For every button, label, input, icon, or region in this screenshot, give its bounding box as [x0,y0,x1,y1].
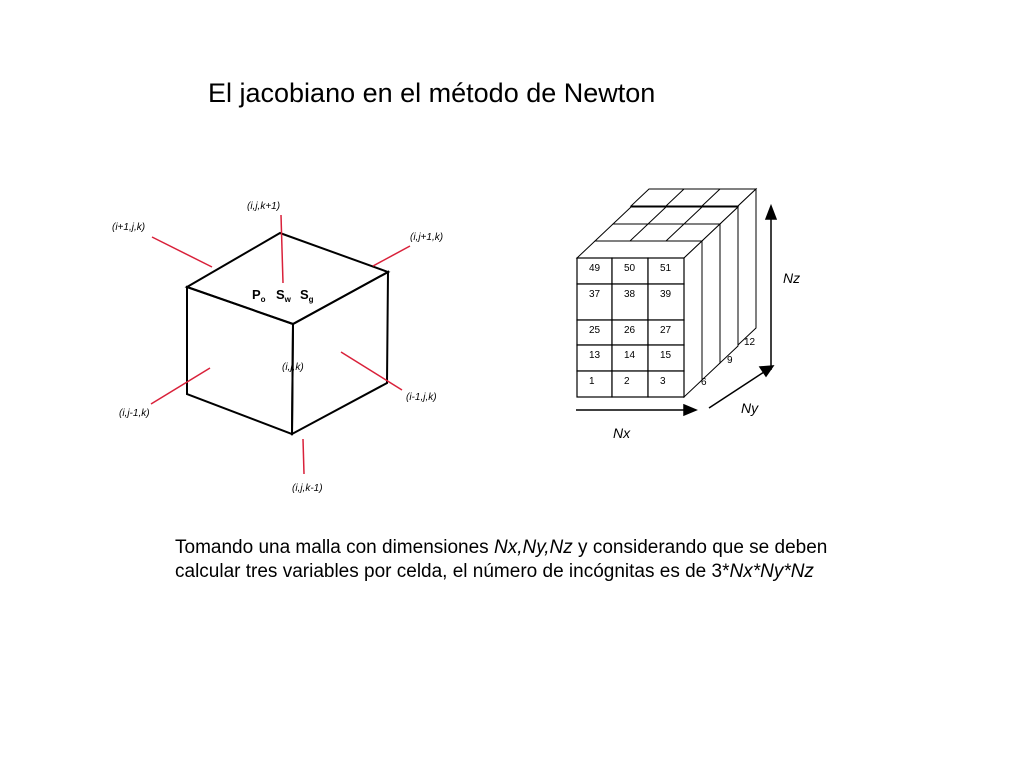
connector-upper-right [372,245,411,267]
var-pressure: Po [252,287,266,304]
caption: Tomando una malla con dimensiones Nx,Ny,… [175,536,895,584]
side-label-9: 9 [727,355,733,366]
grid-cell-number: 13 [589,350,601,361]
grid-top-line [665,223,685,242]
axis-y-arrow [758,365,775,378]
grid-top-line [629,223,649,242]
label-lower-left-neighbor: (i,j-1,k) [119,408,150,419]
axis-z-arrow [764,203,778,220]
grid-axes [576,203,778,417]
grid-layer-side [719,205,739,365]
axis-y-line [708,371,765,409]
grid-cell-number: 26 [624,325,636,336]
grid-cell-number: 49 [589,263,601,274]
caption-line1-b: y considerando que se deben [572,537,828,558]
page-title: El jacobiano en el método de Newton [208,78,656,108]
grid-top-line [665,188,685,207]
grid-layer-side [737,187,757,347]
caption-line1-a: Tomando una malla con dimensiones [175,537,494,558]
cube-front-face [186,285,295,436]
grid-cell [647,283,685,321]
grid-front-layer: 49 50 51 37 38 39 25 26 27 13 14 15 1 2 3 [575,239,704,399]
grid-cell-number: 14 [624,350,636,361]
grid-cell [647,319,685,346]
grid-cell [647,370,685,398]
grid-cell [611,344,649,372]
grid-top-line [701,188,721,207]
grid-cell-number: 2 [624,376,630,387]
label-top-neighbor: (i,j,k+1) [247,201,280,212]
grid-cell-number: 50 [624,263,636,274]
grid-top-line [647,206,667,225]
cube-side-face [290,270,390,436]
grid-cell-number: 1 [589,376,595,387]
label-upper-left-neighbor: (i+1,j,k) [112,222,145,233]
grid-cell-number: 37 [589,289,601,300]
grid-layer-top [629,188,758,207]
grid-cell-number: 38 [624,289,636,300]
grid-cell [576,257,613,285]
grid-cell-number: 25 [589,325,601,336]
grid-cell [611,283,649,321]
connector-lower-right [340,351,403,391]
grid-cell-number: 3 [660,376,666,387]
caption-line1-vars: Nx,Ny,Nz [493,537,573,558]
connector-top [280,214,284,284]
grid-cell [611,370,649,398]
grid-cell [611,257,649,285]
label-center-cell: (i,j,k) [282,362,304,373]
grid-front-top [575,240,704,259]
side-label-6: 6 [701,377,707,388]
axis-y-label: Ny [741,400,759,416]
grid-cell-number: 51 [660,263,672,274]
side-label-12: 12 [744,337,756,348]
connector-upper-left [151,236,213,268]
var-gas-saturation: Sg [300,287,314,304]
connector-lower-left [150,367,211,405]
grid-layer-top [593,223,722,242]
caption-line2-vars: Nx*Ny*Nz [729,561,814,582]
label-bottom-neighbor: (i,j,k-1) [292,483,323,494]
axis-x-arrow [683,403,698,417]
grid-cell [647,344,685,372]
label-upper-right-neighbor: (i,j+1,k) [410,232,443,243]
label-lower-right-neighbor: (i-1,j,k) [406,392,437,403]
connector-bottom [302,438,305,475]
grid-cell-number: 27 [660,325,672,336]
caption-line2-a: calcular tres variables por celda, el nú… [175,561,730,582]
grid-top-line [683,206,703,225]
axis-z-label: Nz [783,270,800,286]
grid-cell-number: 39 [660,289,672,300]
grid-layer-top [611,206,740,225]
grid-layer-side [701,222,721,382]
cube-top-face [184,231,391,326]
grid-front-side [683,239,703,399]
var-water-saturation: Sw [276,287,292,304]
neighbor-connectors [150,214,411,475]
grid-cell-number: 15 [660,350,672,361]
grid-cell [647,257,685,285]
axis-x-label: Nx [613,425,631,441]
cell-cube [184,231,391,436]
